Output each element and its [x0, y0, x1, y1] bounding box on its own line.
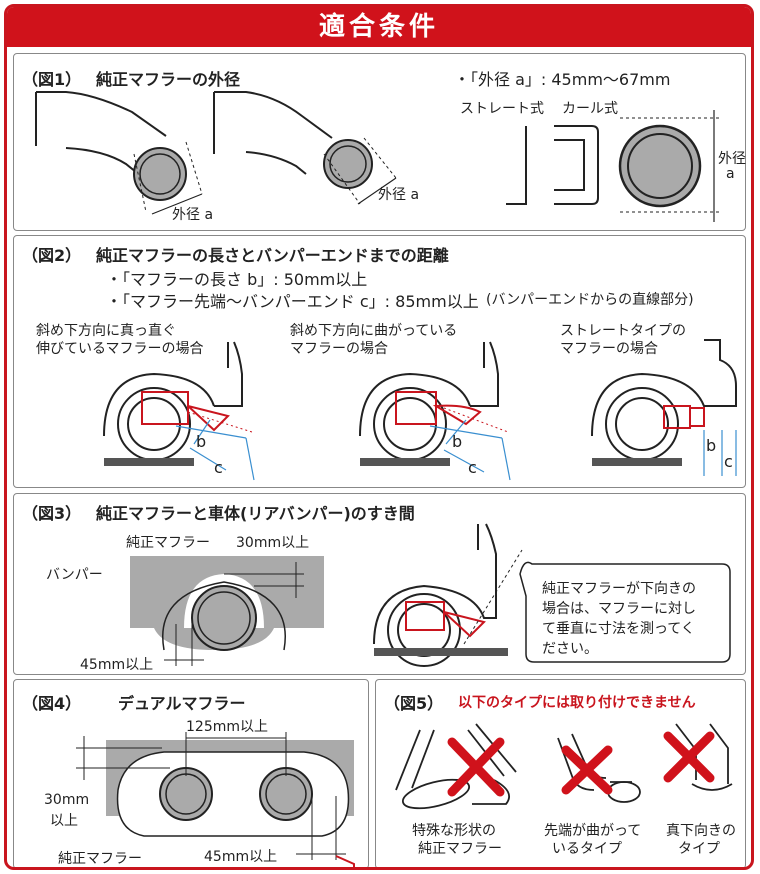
section-fig4: （図4） デュアルマフラー 125mm以上 30mm 以上 純正マフラー 45m…	[13, 679, 369, 867]
fig3-bumper: バンパー	[46, 567, 103, 583]
fig4-diagram	[76, 732, 355, 867]
fig5-t2b: いるタイプ	[552, 841, 622, 857]
fig3-note3: て垂直に寸法を測ってく	[542, 621, 695, 637]
fig5-title: 以下のタイプには取り付けできません	[458, 695, 696, 711]
section-fig1: （図1） 純正マフラーの外径 ・「外径 a」: 45mm〜67mm ストレート式…	[13, 53, 746, 231]
fig2-title: 純正マフラーの長さとバンパーエンドまでの距離	[96, 246, 449, 265]
fig4-gap30a: 30mm	[44, 792, 90, 808]
fig2-case2a: 斜め下方向に曲がっている	[290, 323, 458, 339]
fig1-title: 純正マフラーの外径	[96, 70, 241, 89]
frame: 適合条件 （図1） 純正マフラーの外径 ・「外径 a」: 45mm〜67mm ス…	[4, 4, 754, 870]
header-title: 適合条件	[7, 7, 751, 47]
fig4-gap45: 45mm以上	[204, 849, 278, 865]
fig1-spec: ・「外径 a」: 45mm〜67mm	[454, 70, 671, 89]
fig3-label: （図3）	[22, 504, 82, 523]
fig5-t3a: 真下向きの	[666, 823, 736, 839]
fig3-diagram	[130, 523, 731, 667]
fig2-spec2b: (バンパーエンドからの直線部分)	[486, 292, 694, 308]
fig1-label: （図1）	[22, 70, 82, 89]
fig1-dia3b: a	[726, 166, 735, 182]
fig2-spec1: ・「マフラーの長さ b」: 50mm以上	[106, 270, 368, 289]
fig1-dia3a: 外径	[718, 151, 746, 167]
fig5-t1b: 純正マフラー	[418, 841, 502, 857]
fig2-b3: b	[706, 436, 717, 455]
fig3-note1: 純正マフラーが下向きの	[542, 581, 696, 597]
fig3-title: 純正マフラーと車体(リアバンパー)のすき間	[96, 504, 415, 523]
fig5-t2a: 先端が曲がって	[544, 823, 642, 839]
fig3-note4: ださい。	[542, 641, 598, 657]
fig2-c3: c	[724, 452, 733, 471]
fig5-t3b: タイプ	[678, 841, 720, 857]
fig4-title: デュアルマフラー	[118, 694, 246, 713]
fig1-curl: カール式	[562, 101, 618, 117]
fig2-case2b: マフラーの場合	[290, 341, 388, 357]
fig2-b1: b	[196, 432, 207, 451]
fig3-muffler: 純正マフラー	[126, 535, 210, 551]
fig2-case1a: 斜め下方向に真っ直ぐ	[36, 323, 176, 339]
section-fig2: （図2） 純正マフラーの長さとバンパーエンドまでの距離 ・「マフラーの長さ b」…	[13, 235, 746, 488]
fig1-dia1: 外径 a	[172, 207, 214, 223]
fig4-pitch: 125mm以上	[186, 719, 268, 735]
fig2-case3a: ストレートタイプの	[560, 323, 686, 339]
fig3-gap45: 45mm以上	[80, 657, 154, 673]
fig2-c2: c	[468, 458, 477, 477]
fig2-diagram	[103, 339, 737, 481]
section-fig5: （図5） 以下のタイプには取り付けできません 特殊な形状の 純正マフラー 先端が…	[375, 679, 746, 867]
fig2-c1: c	[214, 458, 223, 477]
section-fig3: （図3） 純正マフラーと車体(リアバンパー)のすき間 純正マフラー 30mm以上…	[13, 493, 746, 675]
fig2-spec2a: ・「マフラー先端〜バンパーエンド c」: 85mm以上	[106, 292, 479, 311]
fig2-case3b: マフラーの場合	[560, 341, 658, 357]
fig1-dia2: 外径 a	[378, 187, 420, 203]
fig1-straight: ストレート式	[460, 101, 544, 117]
fig1-diagram	[35, 91, 722, 222]
fig2-b2: b	[452, 432, 463, 451]
fig5-t1a: 特殊な形状の	[412, 823, 496, 839]
fig2-label: （図2）	[22, 246, 82, 265]
fig5-diagram	[395, 723, 733, 810]
fig2-case1b: 伸びているマフラーの場合	[36, 341, 204, 357]
fig3-gap30: 30mm以上	[236, 535, 310, 551]
fig5-label: （図5）	[384, 694, 444, 713]
fig4-gap30b: 以上	[50, 813, 78, 829]
fig4-label: （図4）	[22, 694, 82, 713]
fig3-note2: 場合は、マフラーに対し	[542, 601, 696, 617]
fig4-muffler: 純正マフラー	[58, 851, 142, 867]
